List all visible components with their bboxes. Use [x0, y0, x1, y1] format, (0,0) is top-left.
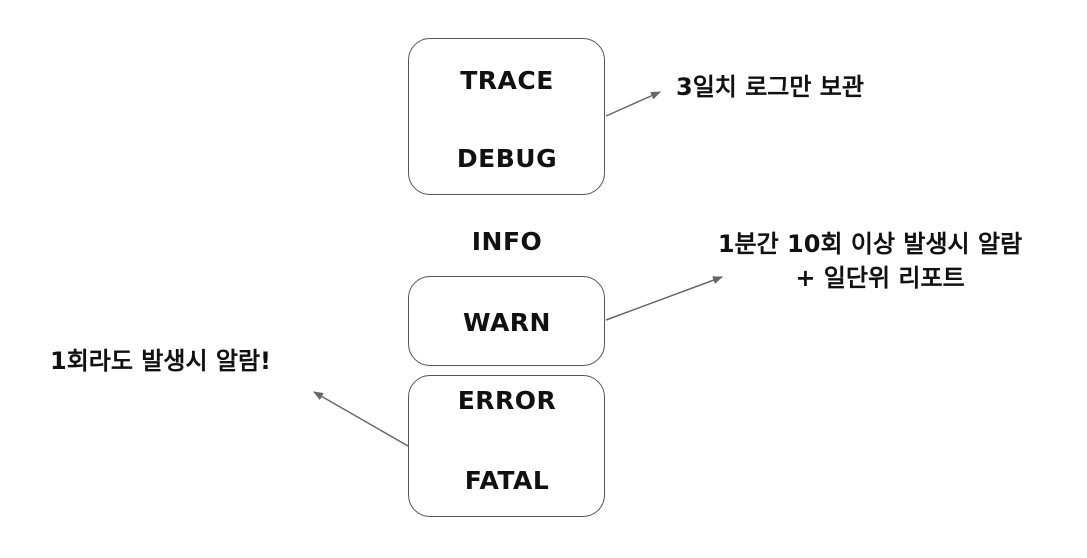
level-warn: WARN	[463, 308, 551, 337]
retention-note: 3일치 로그만 보관	[676, 73, 864, 101]
trace-debug-group-box	[408, 38, 605, 195]
level-trace: TRACE	[460, 66, 554, 95]
warn-group-box	[408, 276, 605, 366]
level-debug: DEBUG	[456, 144, 558, 173]
retention-arrow	[605, 91, 661, 117]
warn-note-line2: + 일단위 리포트	[795, 264, 965, 292]
warn-arrow	[605, 276, 723, 321]
warn-note-line1: 1분간 10회 이상 발생시 알람	[717, 230, 1023, 258]
level-info: INFO	[471, 227, 543, 256]
error-arrow	[313, 391, 409, 447]
error-alert-note: 1회라도 발생시 알람!	[50, 347, 271, 375]
error-fatal-group-box	[408, 375, 605, 517]
level-fatal: FATAL	[464, 466, 550, 495]
level-error: ERROR	[457, 386, 557, 415]
